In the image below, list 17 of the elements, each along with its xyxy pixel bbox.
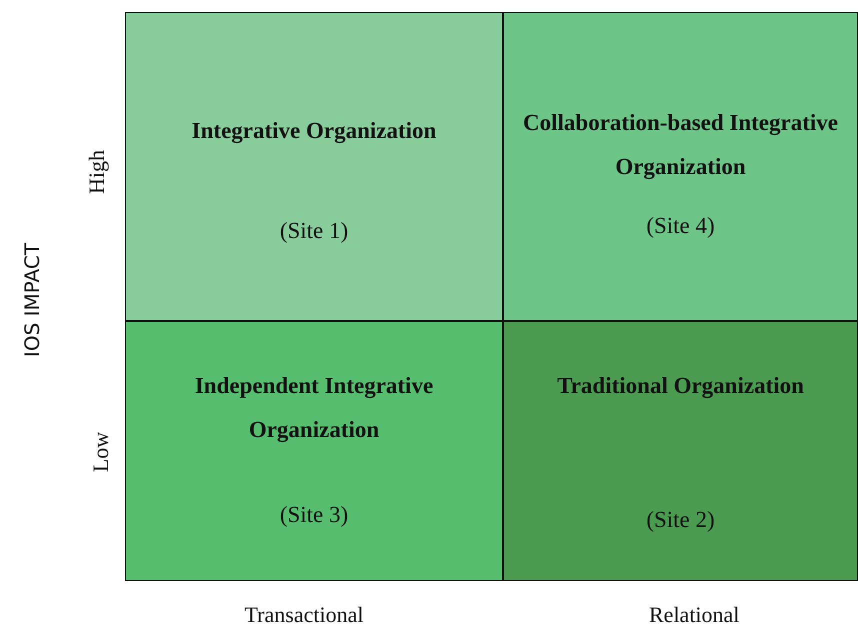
axis-title: IOS IMPACT bbox=[20, 242, 44, 358]
quadrant-cell bbox=[503, 12, 858, 321]
site-label: (Site 3) bbox=[278, 502, 350, 528]
quadrant-title: Traditional Organization bbox=[556, 372, 805, 400]
quadrant-cell bbox=[503, 321, 858, 581]
site-label: (Site 2) bbox=[645, 507, 716, 533]
axis-tick-label: High bbox=[84, 150, 110, 194]
axis-tick-label: Relational bbox=[649, 602, 740, 628]
quadrant-cell bbox=[125, 12, 503, 321]
quadrant-title: Independent Integrative Organization bbox=[194, 372, 434, 444]
axis-tick-label: Transactional bbox=[244, 602, 364, 628]
site-label: (Site 4) bbox=[645, 213, 716, 239]
site-label: (Site 1) bbox=[278, 218, 350, 244]
quadrant-title: Collaboration-based Integrative Organization bbox=[522, 109, 839, 182]
quadrant-cell bbox=[125, 321, 503, 581]
quadrant-title: Integrative Organization bbox=[190, 117, 438, 146]
axis-tick-label: Low bbox=[88, 432, 114, 472]
